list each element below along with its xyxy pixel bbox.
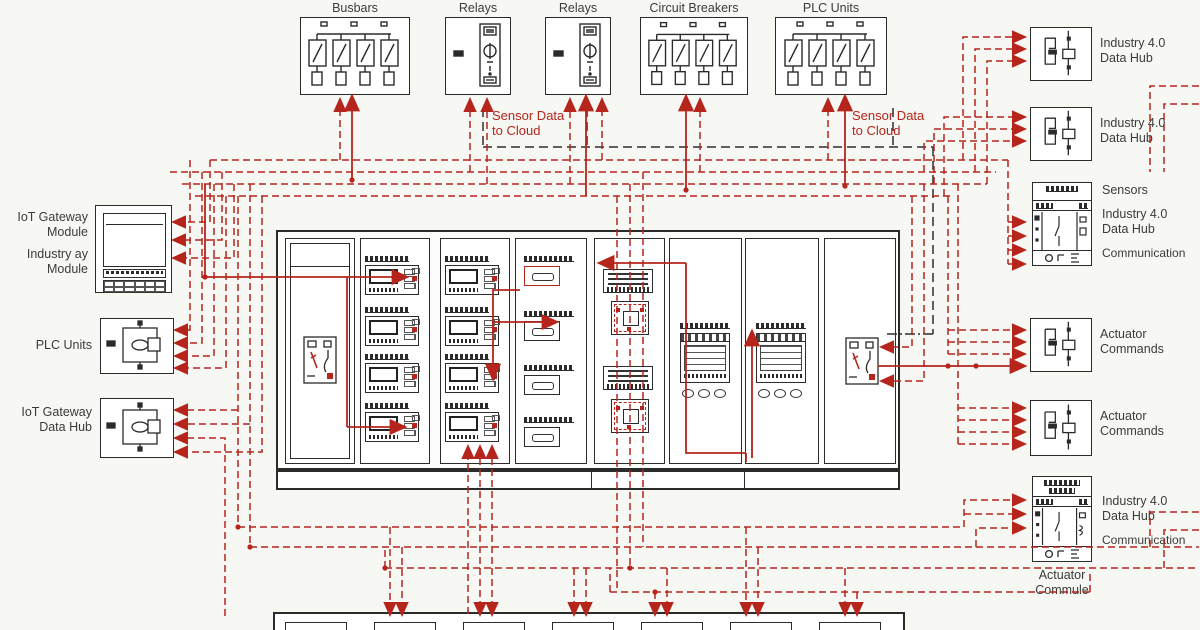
communication-label-2: Communication	[1102, 533, 1186, 547]
cabinet-panel-3	[440, 238, 510, 464]
gateway-hub-icon	[1031, 401, 1091, 453]
cabinet-panel-2	[360, 238, 430, 464]
module-status-marks	[412, 268, 420, 289]
cabinet-panel-4	[515, 238, 587, 464]
feeder-module	[445, 256, 507, 295]
bottom-row-box	[374, 622, 436, 630]
relay-module-icon	[446, 18, 510, 92]
actuator-commands-box-1	[1030, 318, 1092, 372]
hmi-keypad	[103, 280, 166, 293]
cabinet-panel-5	[594, 238, 665, 464]
industry-hub-box-2	[1030, 107, 1092, 161]
cabinet-panel-6	[669, 238, 742, 464]
breaker-bank-icon	[641, 18, 747, 92]
breaker-bank-icon	[301, 18, 409, 92]
panel-buttons	[682, 389, 728, 398]
bottom-equipment-row	[273, 612, 905, 630]
control-cabinet	[276, 230, 900, 470]
gateway-hub-icon	[1031, 108, 1091, 158]
display-device	[756, 333, 806, 383]
feeder-module	[365, 307, 427, 346]
industry-hub-box-1	[1030, 27, 1092, 81]
switch-device	[524, 266, 560, 286]
iot-gateway-hmi-box	[95, 205, 172, 293]
feeder-module	[365, 256, 427, 295]
bottom-row-box	[819, 622, 881, 630]
bottom-row-box	[641, 622, 703, 630]
plc-units-title: PLC Units	[802, 1, 860, 15]
circuit-breakers-title: Circuit Breakers	[649, 1, 739, 15]
sensors-label: Sensors	[1102, 183, 1148, 197]
terminal-block	[603, 366, 653, 390]
bottom-row-box	[463, 622, 525, 630]
data-hub-node-icon	[101, 399, 173, 455]
io-device	[611, 399, 649, 433]
display-device	[680, 333, 730, 383]
module-label-scribble	[365, 256, 409, 262]
busbars-title: Busbars	[332, 1, 378, 15]
sensors-communication-label: Communication	[1102, 246, 1186, 260]
relays-box-1	[445, 17, 511, 95]
sensors-device-box	[1032, 182, 1092, 266]
feeder-module	[365, 403, 427, 442]
industry-hub-device-box	[1032, 476, 1092, 562]
relays-title-1: Relays	[458, 1, 498, 15]
busbars-box	[300, 17, 410, 95]
cabinet-panel-8	[824, 238, 896, 464]
switch-item	[524, 365, 580, 395]
feeder-module	[445, 354, 507, 393]
cabinet-panel-1	[285, 238, 355, 464]
terminal-block	[603, 269, 653, 293]
switch-item	[524, 417, 580, 447]
feeder-module	[445, 307, 507, 346]
iot-gateway-hub-box	[100, 398, 174, 458]
breaker-bank-icon	[776, 18, 886, 92]
plc-units-box	[775, 17, 887, 95]
cabinet-panel-7	[745, 238, 819, 464]
gateway-hub-icon	[1031, 319, 1091, 369]
circuit-breakers-box	[640, 17, 748, 95]
switch-item	[524, 256, 580, 286]
io-device	[611, 301, 649, 335]
plc-units-left-box	[100, 318, 174, 374]
feeder-module	[445, 403, 507, 442]
relays-title-2: Relays	[558, 1, 598, 15]
switch-item	[524, 311, 580, 341]
feeder-module-device	[365, 265, 420, 295]
bottom-row-box	[730, 622, 792, 630]
plc-units-left-label: PLC Units	[35, 338, 92, 352]
actuator-commands-box-2	[1030, 400, 1092, 456]
bottom-row-box	[552, 622, 614, 630]
feeder-module	[365, 354, 427, 393]
relay-module-icon	[546, 18, 610, 92]
relays-box-2	[545, 17, 611, 95]
gateway-hub-icon	[1031, 28, 1091, 78]
panel-buttons	[758, 389, 804, 398]
data-hub-node-icon	[101, 319, 173, 371]
bottom-row-box	[285, 622, 347, 630]
cabinet-plinth	[276, 470, 900, 490]
